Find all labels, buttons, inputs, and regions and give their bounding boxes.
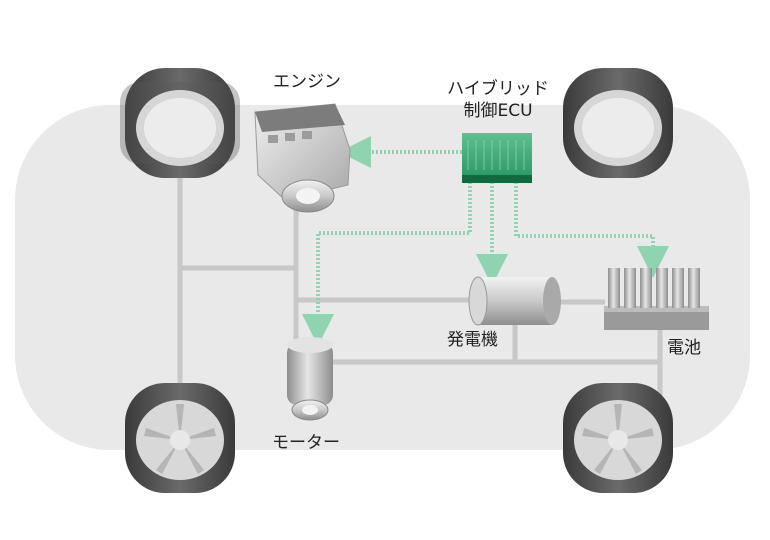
battery-label: 電池 <box>667 338 701 358</box>
generator-label: 発電機 <box>447 330 498 350</box>
arrow-to-battery <box>514 182 669 278</box>
engine-label: エンジン <box>273 72 341 92</box>
battery <box>604 268 709 330</box>
motor-label: モーター <box>272 433 340 453</box>
wheel-rear-right <box>563 383 673 493</box>
hybrid-ecu-label-line2: 制御ECU <box>463 101 533 121</box>
hybrid-ecu-box <box>462 133 532 183</box>
motor <box>287 337 333 421</box>
arrow-to-motor <box>302 182 472 346</box>
generator <box>468 276 561 326</box>
wheel-front-left <box>120 68 240 178</box>
hybrid-ecu-label-line1: ハイブリッド <box>447 79 549 99</box>
wheel-rear-left <box>125 383 235 493</box>
signal-arrows <box>302 136 669 346</box>
engine <box>254 103 351 213</box>
wheel-front-right <box>563 68 673 178</box>
